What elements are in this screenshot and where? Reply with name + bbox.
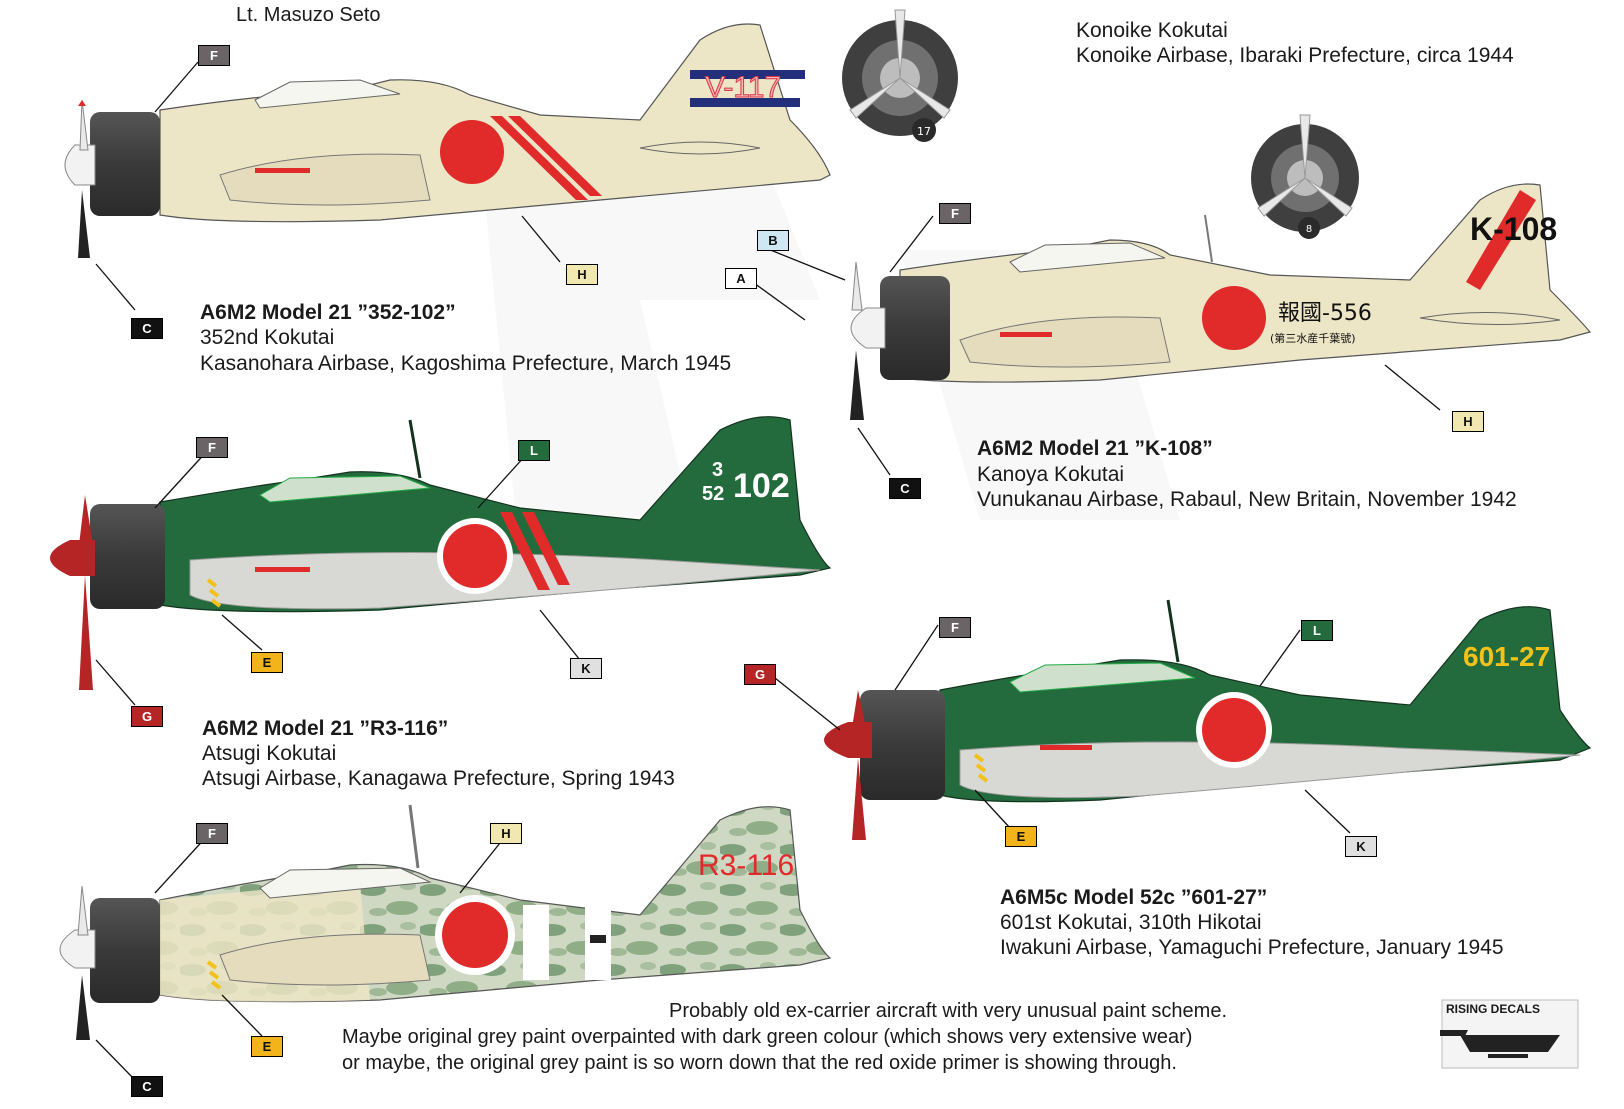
callout-tag-k: K [1345,836,1377,857]
caption-unit: Kanoya Kokutai [977,463,1125,486]
caption-location: Kasanohara Airbase, Kagoshima Prefecture… [200,352,732,375]
caption-location: Vunukanau Airbase, Rabaul, New Britain, … [977,488,1517,511]
callout-tag-g: G [744,664,776,685]
callout-tag-a: A [725,268,757,289]
callout-tag-g: G [131,706,163,727]
caption-title: A6M2 Model 21 ”352-102” [200,301,456,324]
cowl-number-17: 17 [917,125,931,138]
aircraft-profile-601-27: 601-27 [824,599,1592,840]
tail-code-52: 52 [702,483,724,505]
tail-code-k-108: K-108 [1470,211,1557,247]
tail-code-r3-116: R3-116 [698,849,794,882]
top-location: Konoike Airbase, Ibaraki Prefecture, cir… [1076,44,1514,67]
tail-code-601-27: 601-27 [1463,641,1550,672]
caption-unit: 352nd Kokutai [200,326,335,349]
tail-code-v-117: V-117 [705,71,781,104]
aircraft-profile-green-r3: 3 52 102 [50,416,832,690]
callout-lines [95,61,1441,1081]
callout-tag-l: L [518,440,550,461]
note-line: Maybe original grey paint overpainted wi… [342,1026,1193,1048]
callout-tag-h: H [490,823,522,844]
note-line: or maybe, the original grey paint is so … [342,1052,1177,1074]
hokoku-subtitle: (第三水産千葉號) [1270,331,1356,345]
callout-tag-c: C [889,478,921,499]
caption-title: A6M5c Model 52c ”601-27” [1000,886,1268,909]
callout-tag-f: F [198,45,230,66]
callout-tag-f: F [939,203,971,224]
callout-tag-e: E [1005,826,1037,847]
aircraft-profile-k-108: K-108 報國-556 (第三水産千葉號) [850,183,1592,420]
aircraft-profile-r3-116: R3-116 [59,804,832,1040]
rising-decals-logo [1440,999,1579,1069]
hokoku-marking: 報國-556 [1278,301,1372,326]
cowl-number-8: 8 [1306,224,1312,235]
callout-tag-h: H [1452,411,1484,432]
callout-tag-c: C [131,318,163,339]
logo-text: RISING DECALS [1446,1002,1541,1016]
caption-location: Atsugi Airbase, Kanagawa Prefecture, Spr… [202,767,675,790]
cowling-front-view-17: 17 [842,9,958,142]
callout-tag-h: H [566,264,598,285]
caption-title: A6M2 Model 21 ”R3-116” [202,717,449,740]
callout-tag-f: F [196,823,228,844]
caption-unit: Atsugi Kokutai [202,742,337,765]
callout-tag-e: E [251,652,283,673]
tail-code-102: 102 [733,467,790,505]
callout-tag-l: L [1301,620,1333,641]
callout-tag-f: F [196,437,228,458]
top-unit: Konoike Kokutai [1076,19,1228,42]
cowling-front-view-8: 8 [1251,114,1359,239]
aircraft-profile-352-102: V-117 [64,23,831,258]
callout-tag-b: B [757,230,789,251]
caption-location: Iwakuni Airbase, Yamaguchi Prefecture, J… [1000,936,1504,959]
caption-unit: 601st Kokutai, 310th Hikotai [1000,911,1262,934]
callout-tag-e: E [251,1036,283,1057]
callout-tag-c: C [131,1076,163,1097]
top-pilot-name: Lt. Masuzo Seto [236,4,381,26]
caption-title: A6M2 Model 21 ”K-108” [977,437,1213,460]
note-line: Probably old ex-carrier aircraft with ve… [669,1000,1228,1022]
tail-code-3: 3 [712,459,723,481]
callout-tag-k: K [570,658,602,679]
callout-tag-f: F [939,617,971,638]
